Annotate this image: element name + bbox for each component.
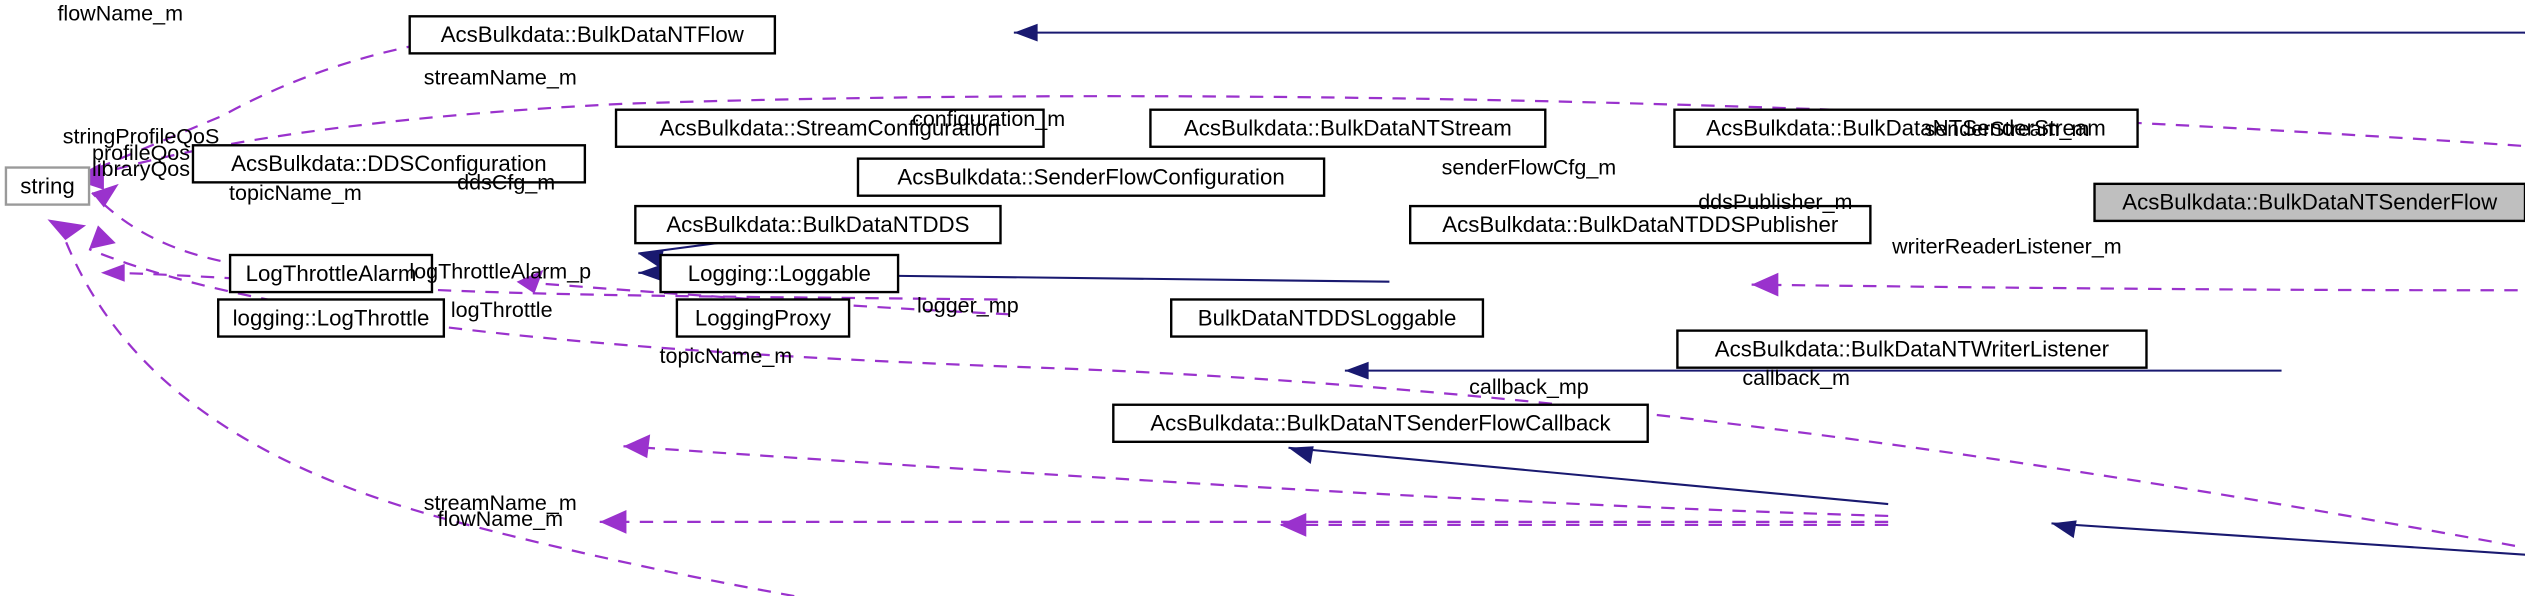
node-label-logthrottle: logging::LogThrottle: [233, 305, 430, 330]
edge-label-configuration: configuration_m: [912, 107, 1065, 131]
node-label-ddsconfiguration: AcsBulkdata::DDSConfiguration: [231, 151, 547, 176]
arrowhead-logthrottle: [599, 510, 627, 534]
node-label-bulkdatantstream: AcsBulkdata::BulkDataNTStream: [1184, 116, 1512, 141]
node-logthrottle[interactable]: logging::LogThrottle: [217, 298, 446, 338]
node-bulkdatantddsloggable[interactable]: BulkDataNTDDSLoggable: [1170, 298, 1485, 338]
nodes: string AcsBulkdata::DDSConfiguration Log…: [4, 15, 2525, 443]
node-label-bulkdatantflow: AcsBulkdata::BulkDataNTFlow: [441, 22, 745, 47]
node-loggable[interactable]: Logging::Loggable: [659, 253, 900, 294]
edge-ddscfg-to-ddsconfig: [516, 280, 1010, 316]
node-string[interactable]: string: [4, 166, 91, 206]
arrowhead-loggingproxy: [1279, 512, 1307, 537]
node-label-writerlistener: AcsBulkdata::BulkDataNTWriterListener: [1715, 337, 2110, 362]
node-bulkdatantddspublisher[interactable]: AcsBulkdata::BulkDataNTDDSPublisher: [1409, 204, 1872, 245]
arrowhead-string-topic-upper: [100, 263, 125, 282]
edge-label-callback-mp: callback_mp: [1469, 375, 1589, 399]
node-senderflowconfiguration[interactable]: AcsBulkdata::SenderFlowConfiguration: [856, 157, 1326, 197]
arrowhead-ntdds: [1344, 361, 1369, 380]
edge-label-senderstream: senderStream_m: [1924, 117, 2089, 141]
edge-label-logthrottlealarm-p: logThrottleAlarm_p: [409, 259, 591, 283]
node-streamconfiguration[interactable]: AcsBulkdata::StreamConfiguration: [614, 108, 1045, 148]
edge-label-ddscfg: ddsCfg_m: [457, 171, 555, 195]
edge-topicname-to-string-lower: [88, 248, 2525, 549]
node-bulkdatantflow[interactable]: AcsBulkdata::BulkDataNTFlow: [408, 15, 777, 55]
node-senderflow-highlight[interactable]: AcsBulkdata::BulkDataNTSenderFlow: [2093, 182, 2525, 223]
edge-labels: flowName_m streamName_m stringProfileQoS…: [57, 2, 2121, 532]
edge-label-ddspublisher: ddsPublisher_m: [1698, 190, 1852, 214]
node-logthrottlealarm[interactable]: LogThrottleAlarm: [228, 253, 434, 294]
node-label-bulkdatantddspublisher: AcsBulkdata::BulkDataNTDDSPublisher: [1442, 212, 1839, 237]
edge-label-flowname-top: flowName_m: [57, 2, 183, 26]
node-label-bulkdatantsenderstream: AcsBulkdata::BulkDataNTSenderStream: [1706, 116, 2106, 141]
node-label-bulkdatantdds: AcsBulkdata::BulkDataNTDDS: [666, 212, 969, 237]
edge-label-callback-m: callback_m: [1742, 366, 1850, 390]
node-bulkdatantdds[interactable]: AcsBulkdata::BulkDataNTDDS: [634, 204, 1002, 245]
edge-ddsloggable-to-loggable: [1288, 446, 1889, 506]
edge-label-flowname-bottom: flowName_m: [437, 507, 563, 531]
node-label-loggable: Logging::Loggable: [688, 261, 871, 286]
node-label-bulkdatantddsloggable: BulkDataNTDDSLoggable: [1198, 305, 1457, 330]
node-label-logthrottlealarm: LogThrottleAlarm: [246, 261, 417, 286]
node-ddsconfiguration[interactable]: AcsBulkdata::DDSConfiguration: [191, 144, 587, 184]
arrowhead-string-senderflow: [47, 219, 87, 241]
edge-label-stringprofileqos: stringProfileQoS: [63, 125, 220, 149]
node-label-senderflowcallback: AcsBulkdata::BulkDataNTSenderFlowCallbac…: [1150, 411, 1611, 436]
edge-label-senderflowcfg: senderFlowCfg_m: [1442, 156, 1617, 180]
edge-senderflowcfg-m: [1751, 283, 2525, 292]
edge-label-topicname-lower: topicName_m: [660, 344, 793, 368]
node-label-streamconfiguration: AcsBulkdata::StreamConfiguration: [660, 116, 1000, 141]
arrowhead-senderflowconfig-usage: [1751, 272, 1779, 297]
arrowhead-bulkdatantflow: [1013, 23, 1038, 42]
node-senderflowcallback[interactable]: AcsBulkdata::BulkDataNTSenderFlowCallbac…: [1112, 403, 1649, 443]
arrowhead-string-qos: [92, 183, 119, 208]
edge-writerlistener-to-ddsloggable: [2051, 522, 2525, 556]
edge-label-profileqos: profileQos: [92, 141, 190, 165]
arrowhead-ddsconfig-ddscfg: [516, 269, 544, 294]
edge-label-logthrottle: logThrottle: [451, 298, 553, 322]
edge-callback-m: [2298, 344, 2525, 596]
node-label-senderflow: AcsBulkdata::BulkDataNTSenderFlow: [2122, 190, 2498, 215]
edge-label-topicname-upper: topicName_m: [229, 181, 362, 205]
edge-label-writerreaderlistener: writerReaderListener_m: [1891, 234, 2122, 258]
node-label-loggingproxy: LoggingProxy: [695, 305, 832, 330]
arrowhead-ddsloggable: [2051, 520, 2077, 539]
node-label-senderflowconfiguration: AcsBulkdata::SenderFlowConfiguration: [897, 165, 1284, 190]
node-loggingproxy[interactable]: LoggingProxy: [675, 298, 851, 338]
arrowhead-ddsconfig-a: [638, 250, 664, 269]
node-label-string: string: [20, 173, 74, 198]
edge-label-streamname-bottom: streamName_m: [424, 491, 577, 515]
node-bulkdatantsenderstream[interactable]: AcsBulkdata::BulkDataNTSenderStream: [1673, 108, 2139, 148]
node-writerlistener[interactable]: AcsBulkdata::BulkDataNTWriterListener: [1676, 329, 2148, 369]
node-bulkdatantstream[interactable]: AcsBulkdata::BulkDataNTStream: [1149, 108, 1547, 148]
arrowhead-string-streamname: [77, 166, 104, 190]
edge-logthrottlealarm: [623, 445, 1889, 518]
edge-label-logger-mp: logger_mp: [917, 294, 1019, 318]
arrowhead-loggable: [1288, 446, 1314, 465]
arrowhead-logthrottlealarm: [623, 434, 651, 459]
arrowhead-string-topic-lower: [89, 225, 116, 250]
arrowhead-ddsconfig-b: [638, 263, 664, 282]
edge-label-streamname-top: streamName_m: [424, 65, 577, 89]
edge-label-libraryqos: libraryQos: [92, 157, 190, 181]
